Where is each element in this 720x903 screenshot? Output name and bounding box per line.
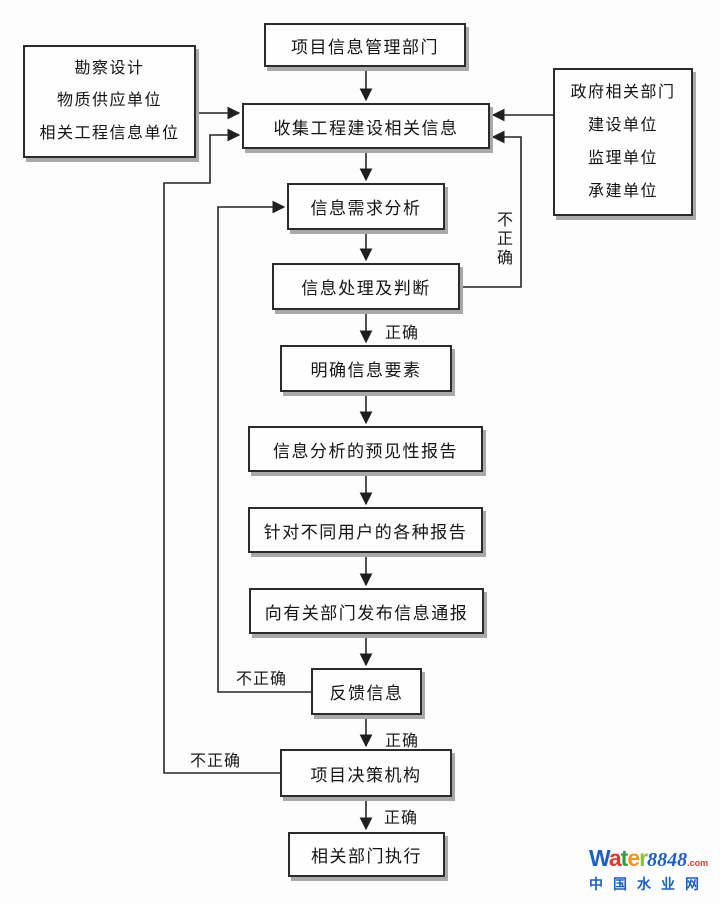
label-incorrect-feedback: 不正确 — [236, 671, 288, 688]
logo-letter: e — [627, 845, 640, 871]
node-line: 相关工程信息单位 — [39, 124, 180, 142]
node-survey-design-sources: 勘察设计 物质供应单位 相关工程信息单位 — [23, 45, 196, 158]
node-line: 监理单位 — [587, 149, 658, 167]
logo-tld: .com — [687, 858, 709, 868]
logo-letter: W — [589, 845, 610, 871]
label-incorrect-decision: 不正确 — [190, 753, 242, 770]
node-predictive-report: 信息分析的预见性报告 — [248, 426, 483, 472]
node-label: 信息需求分析 — [310, 199, 422, 218]
logo-letter: a — [608, 845, 622, 871]
node-line: 政府相关部门 — [570, 83, 676, 101]
arrow-feedback-incorrect-to-demand — [217, 200, 311, 693]
node-label: 向有关部门发布信息通报 — [264, 603, 469, 623]
node-publish-notification: 向有关部门发布信息通报 — [249, 588, 484, 634]
node-collect-info: 收集工程建设相关信息 — [242, 103, 490, 149]
water8848-wordmark: Water8848.com — [589, 844, 719, 872]
node-line: 承建单位 — [587, 182, 658, 200]
logo-number: 8848 — [647, 849, 688, 871]
node-line: 物质供应单位 — [56, 92, 162, 110]
node-user-reports: 针对不同用户的各种报告 — [248, 507, 483, 553]
node-execute-departments: 相关部门执行 — [288, 832, 445, 877]
label-incorrect-right: 不正确 — [494, 211, 511, 268]
node-label: 项目信息管理部门 — [291, 37, 439, 57]
node-demand-analysis: 信息需求分析 — [287, 183, 445, 230]
label-correct-3: 正确 — [384, 810, 419, 827]
logo-letter: t — [620, 845, 629, 871]
arrow-decision-incorrect-to-collect — [163, 128, 280, 774]
label-correct-1: 正确 — [385, 325, 420, 342]
node-feedback-info: 反馈信息 — [311, 668, 422, 715]
node-label: 信息处理及判断 — [301, 279, 431, 298]
node-label: 明确信息要素 — [310, 361, 422, 380]
logo-tagline: 中国水业网 — [589, 876, 709, 892]
node-info-processing-judgment: 信息处理及判断 — [272, 263, 460, 310]
water8848-logo: Water8848.com 中国水业网 — [589, 844, 719, 894]
logo-letter: r — [639, 845, 648, 871]
node-label: 收集工程建设相关信息 — [273, 118, 459, 138]
node-label: 信息分析的预见性报告 — [273, 441, 458, 461]
node-label: 相关部门执行 — [311, 847, 422, 866]
node-line: 勘察设计 — [74, 60, 145, 78]
node-line: 建设单位 — [587, 116, 658, 134]
node-clarify-info-elements: 明确信息要素 — [280, 345, 452, 392]
node-project-info-management-dept: 项目信息管理部门 — [264, 23, 466, 67]
node-government-related-sources: 政府相关部门 建设单位 监理单位 承建单位 — [553, 68, 693, 216]
arrow-process-incorrect-to-collect — [460, 130, 522, 288]
node-label: 针对不同用户的各种报告 — [263, 522, 468, 542]
node-label: 项目决策机构 — [310, 765, 422, 785]
label-correct-2: 正确 — [385, 733, 420, 750]
node-label: 反馈信息 — [329, 684, 404, 703]
node-decision-body: 项目决策机构 — [280, 749, 452, 797]
